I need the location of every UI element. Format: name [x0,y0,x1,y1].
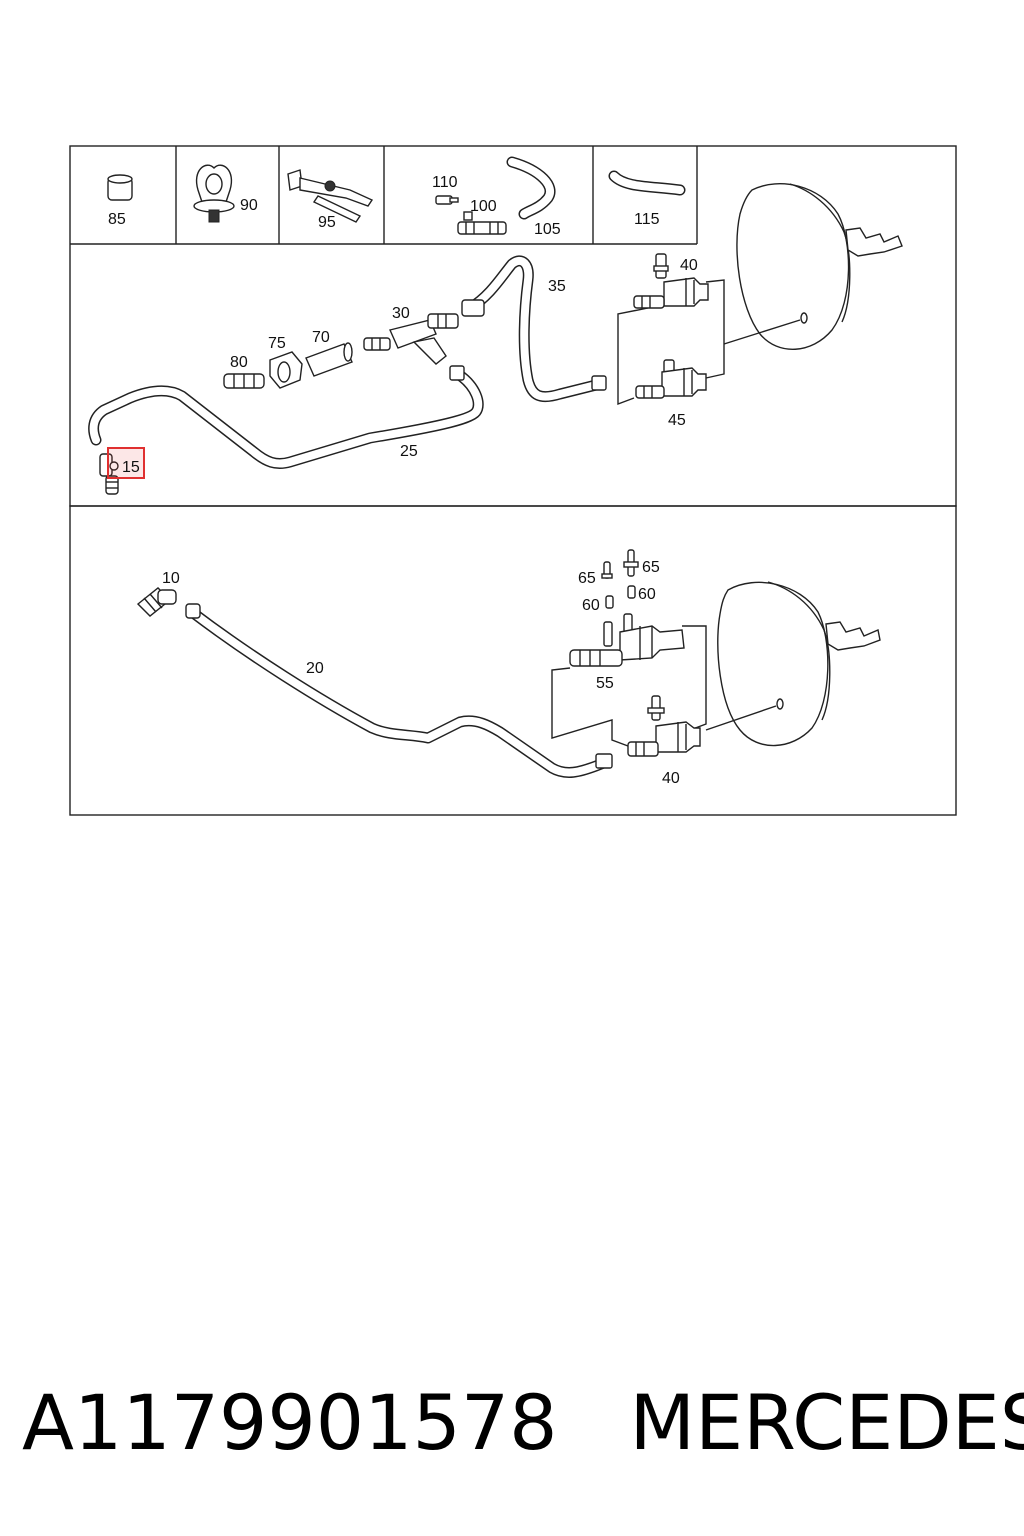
label-110: 110 [432,174,458,191]
label-40-lower: 40 [662,770,680,787]
label-115: 115 [634,211,660,228]
part-20-pipe[interactable] [185,603,613,778]
part-45-check-valve[interactable] [635,359,707,399]
part-30-t-connector[interactable] [363,299,485,365]
part-60-cap-right[interactable] [627,585,636,599]
brake-booster-upper [723,183,903,350]
part-75-nut[interactable] [269,351,303,389]
highlight-box-part-15 [107,447,145,479]
label-45: 45 [668,412,686,429]
part-40-check-valve-lower[interactable] [627,695,701,757]
lower-panel-frame [69,505,957,816]
label-80: 80 [230,354,248,371]
label-65-left: 65 [578,570,596,587]
label-35: 35 [548,278,566,295]
label-60-left: 60 [582,597,600,614]
label-30: 30 [392,305,410,322]
label-10: 10 [162,570,180,587]
label-85: 85 [108,211,126,228]
part-35-hose[interactable] [464,255,607,403]
label-65-right: 65 [642,559,660,576]
part-25-hose[interactable] [88,365,484,470]
label-90: 90 [240,197,258,214]
part-110-plug[interactable] [435,195,459,205]
part-65-valve-left[interactable] [601,561,613,579]
part-55-valve[interactable] [569,613,685,667]
part-70-sleeve[interactable] [305,342,353,377]
part-number: A1179901578 [22,1378,558,1467]
part-100-connector[interactable] [457,211,507,235]
brake-booster-lower [705,581,881,747]
part-85-bushing[interactable] [107,174,133,201]
footer-caption: A1179901578 MERCEDES [22,1368,1024,1478]
part-115-hose[interactable] [608,170,686,196]
label-40-upper: 40 [680,257,698,274]
label-55: 55 [596,675,614,692]
label-60-right: 60 [638,586,656,603]
part-65-valve-right[interactable] [623,549,639,577]
label-25: 25 [400,443,418,460]
label-20: 20 [306,660,324,677]
part-95-holder[interactable] [287,169,374,223]
label-75: 75 [268,335,286,352]
part-90-clip[interactable] [193,164,235,223]
label-95: 95 [318,214,336,231]
label-105: 105 [534,221,561,238]
part-105-hose[interactable] [506,156,556,220]
brand-name: MERCEDES [629,1378,1024,1467]
label-70: 70 [312,329,330,346]
part-40-check-valve-upper[interactable] [633,253,709,309]
part-80-fitting[interactable] [223,373,265,389]
label-100: 100 [470,198,497,215]
part-10-connector[interactable] [136,587,177,617]
part-60-cap-left[interactable] [605,595,614,609]
label-15: 15 [122,459,140,476]
